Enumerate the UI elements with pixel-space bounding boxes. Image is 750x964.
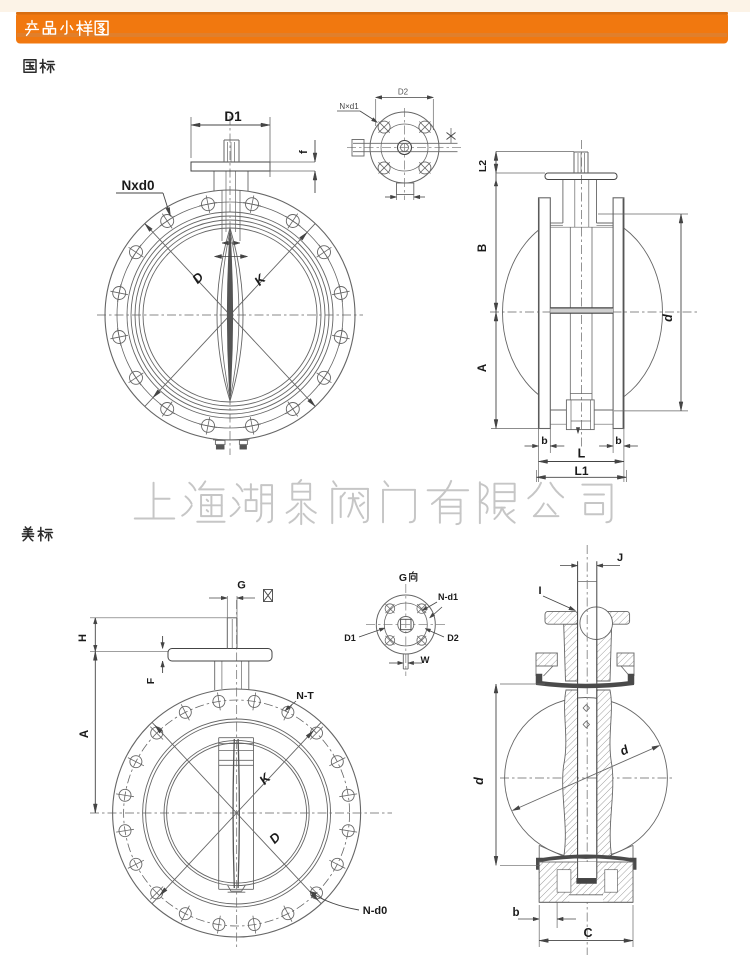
- svg-text:d: d: [661, 314, 675, 322]
- svg-text:A: A: [477, 364, 489, 372]
- svg-text:N×d1: N×d1: [339, 102, 359, 111]
- svg-text:Nxd0: Nxd0: [121, 178, 154, 193]
- svg-text:N-d1: N-d1: [438, 592, 458, 602]
- svg-text:L1: L1: [574, 464, 588, 478]
- svg-text:G: G: [237, 580, 246, 592]
- svg-text:D1: D1: [224, 109, 242, 124]
- svg-text:D2: D2: [447, 633, 459, 643]
- svg-text:b: b: [512, 907, 519, 919]
- svg-text:N-d0: N-d0: [363, 905, 387, 917]
- svg-text:D2: D2: [398, 88, 409, 97]
- svg-text:I: I: [538, 585, 541, 597]
- svg-text:f: f: [298, 150, 310, 154]
- svg-text:D1: D1: [344, 633, 356, 643]
- svg-text:F: F: [145, 677, 157, 684]
- svg-text:b: b: [541, 435, 547, 447]
- svg-text:N-T: N-T: [296, 690, 314, 702]
- svg-text:A: A: [79, 730, 91, 738]
- svg-text:C: C: [583, 926, 592, 940]
- svg-text:J: J: [617, 552, 623, 564]
- svg-text:b: b: [615, 435, 621, 447]
- svg-text:B: B: [477, 244, 489, 252]
- svg-text:L: L: [578, 447, 586, 461]
- svg-text:W: W: [421, 655, 430, 666]
- svg-text:G: G: [399, 572, 407, 584]
- svg-text:d: d: [472, 777, 486, 785]
- svg-text:L2: L2: [477, 160, 489, 172]
- svg-text:H: H: [77, 634, 89, 642]
